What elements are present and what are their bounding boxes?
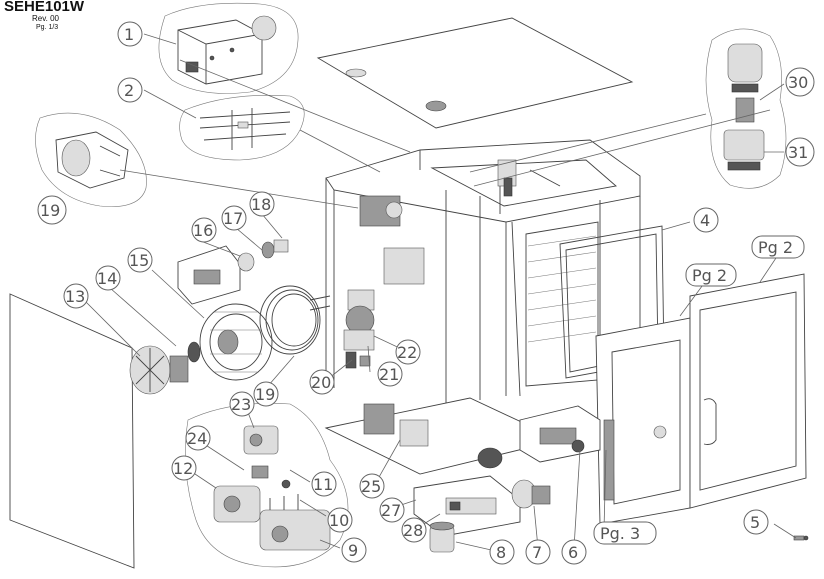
page-number: Pg. 1/3 <box>36 24 59 31</box>
detail-bubble-1 <box>158 2 299 94</box>
outer-door <box>689 273 807 509</box>
svg-text:1: 1 <box>124 25 134 44</box>
top-panel-hole <box>345 68 367 78</box>
callout-1: 1 <box>117 21 143 47</box>
callout-29: 28 <box>401 517 427 543</box>
svg-text:27: 27 <box>381 501 401 520</box>
revision-label: Rev. 00 <box>32 14 59 23</box>
drain-cup <box>429 521 455 553</box>
svg-text:20: 20 <box>311 373 331 392</box>
svg-text:7: 7 <box>532 543 542 562</box>
page-ref-panel: Pg. 3 <box>593 521 657 545</box>
heating-element <box>259 285 331 355</box>
svg-text:14: 14 <box>97 269 117 288</box>
svg-text:10: 10 <box>329 511 349 530</box>
callout-17: 17 <box>221 205 247 231</box>
svg-text:6: 6 <box>568 543 578 562</box>
callout-24: 23 <box>229 391 255 417</box>
callout-20: 19 <box>37 195 67 225</box>
detail-probe <box>723 43 765 171</box>
motor-cover <box>177 239 289 305</box>
svg-text:11: 11 <box>313 475 333 494</box>
callout-14: 14 <box>95 265 121 291</box>
svg-text:25: 25 <box>361 477 381 496</box>
pump-assembly <box>213 425 331 551</box>
fan-assembly <box>129 341 201 395</box>
cabinet-frame <box>325 139 641 420</box>
drawing-title: SEHE101W <box>4 0 85 15</box>
svg-text:19: 19 <box>255 385 275 404</box>
base-tray <box>324 397 562 475</box>
callout-22: 21 <box>377 361 403 387</box>
drain-fitting <box>511 479 551 509</box>
callout-21: 20 <box>309 369 335 395</box>
detail-rails <box>199 108 291 150</box>
svg-text:8: 8 <box>496 543 506 562</box>
svg-text:Pg. 3: Pg. 3 <box>600 524 640 543</box>
callout-8: 8 <box>489 539 515 565</box>
fan-wheel <box>199 303 273 381</box>
control-box <box>519 405 601 463</box>
callout-25: 24 <box>185 425 211 451</box>
svg-text:9: 9 <box>348 541 358 560</box>
internal-components <box>343 195 425 369</box>
svg-text:19: 19 <box>40 201 60 220</box>
side-panel <box>9 293 135 569</box>
screw <box>793 535 809 541</box>
callout-30: 30 <box>785 67 815 97</box>
page-refs: Pg 2 Pg 2 Pg. 3 <box>593 235 805 545</box>
svg-text:17: 17 <box>223 209 243 228</box>
svg-text:5: 5 <box>750 513 760 532</box>
callout-31: 31 <box>785 137 815 167</box>
svg-text:2: 2 <box>124 81 134 100</box>
detail-bubble-pumps <box>185 403 349 568</box>
detail-bubble-2 <box>179 94 305 161</box>
svg-text:Pg 2: Pg 2 <box>692 266 727 285</box>
svg-text:30: 30 <box>788 73 808 92</box>
callout-4: 4 <box>693 207 719 233</box>
svg-text:31: 31 <box>788 143 808 162</box>
top-panel <box>316 17 634 129</box>
svg-text:15: 15 <box>129 251 149 270</box>
callout-15: 15 <box>127 247 153 273</box>
svg-text:28: 28 <box>403 521 423 540</box>
svg-text:23: 23 <box>231 395 251 414</box>
detail-motor-block <box>177 15 277 85</box>
callout-2: 2 <box>117 77 143 103</box>
callout-19: 19 <box>253 381 279 407</box>
callout-23: 22 <box>395 339 421 365</box>
svg-text:16: 16 <box>193 221 213 240</box>
callout-12: 12 <box>171 455 197 481</box>
svg-text:Pg 2: Pg 2 <box>758 238 793 257</box>
callout-9: 9 <box>341 537 367 563</box>
svg-text:4: 4 <box>700 211 710 230</box>
detail-lamp <box>55 131 129 189</box>
callout-6: 6 <box>561 539 587 565</box>
svg-text:12: 12 <box>173 459 193 478</box>
callout-27: 25 <box>359 473 385 499</box>
page-ref-inner-door: Pg 2 <box>685 263 737 287</box>
callouts: 1 2 19 30 31 4 18 17 16 15 14 13 19 20 2… <box>37 21 815 565</box>
callout-16: 16 <box>191 217 217 243</box>
callout-7: 7 <box>525 539 551 565</box>
svg-text:13: 13 <box>65 287 85 306</box>
svg-text:22: 22 <box>397 343 417 362</box>
svg-text:21: 21 <box>379 365 399 384</box>
callout-11: 11 <box>311 471 337 497</box>
bottom-tray <box>413 475 521 537</box>
callout-5: 5 <box>743 509 769 535</box>
callout-28: 27 <box>379 497 405 523</box>
callout-13: 13 <box>63 283 89 309</box>
top-panel-vent <box>425 100 447 112</box>
callout-10: 10 <box>327 507 353 533</box>
svg-text:24: 24 <box>187 429 207 448</box>
detail-bubble-20 <box>35 112 147 207</box>
inner-door <box>595 317 691 525</box>
detail-bubble-30-31 <box>705 28 787 189</box>
svg-text:18: 18 <box>251 195 271 214</box>
callout-18: 18 <box>249 191 275 217</box>
page-ref-outer-door: Pg 2 <box>751 235 805 259</box>
